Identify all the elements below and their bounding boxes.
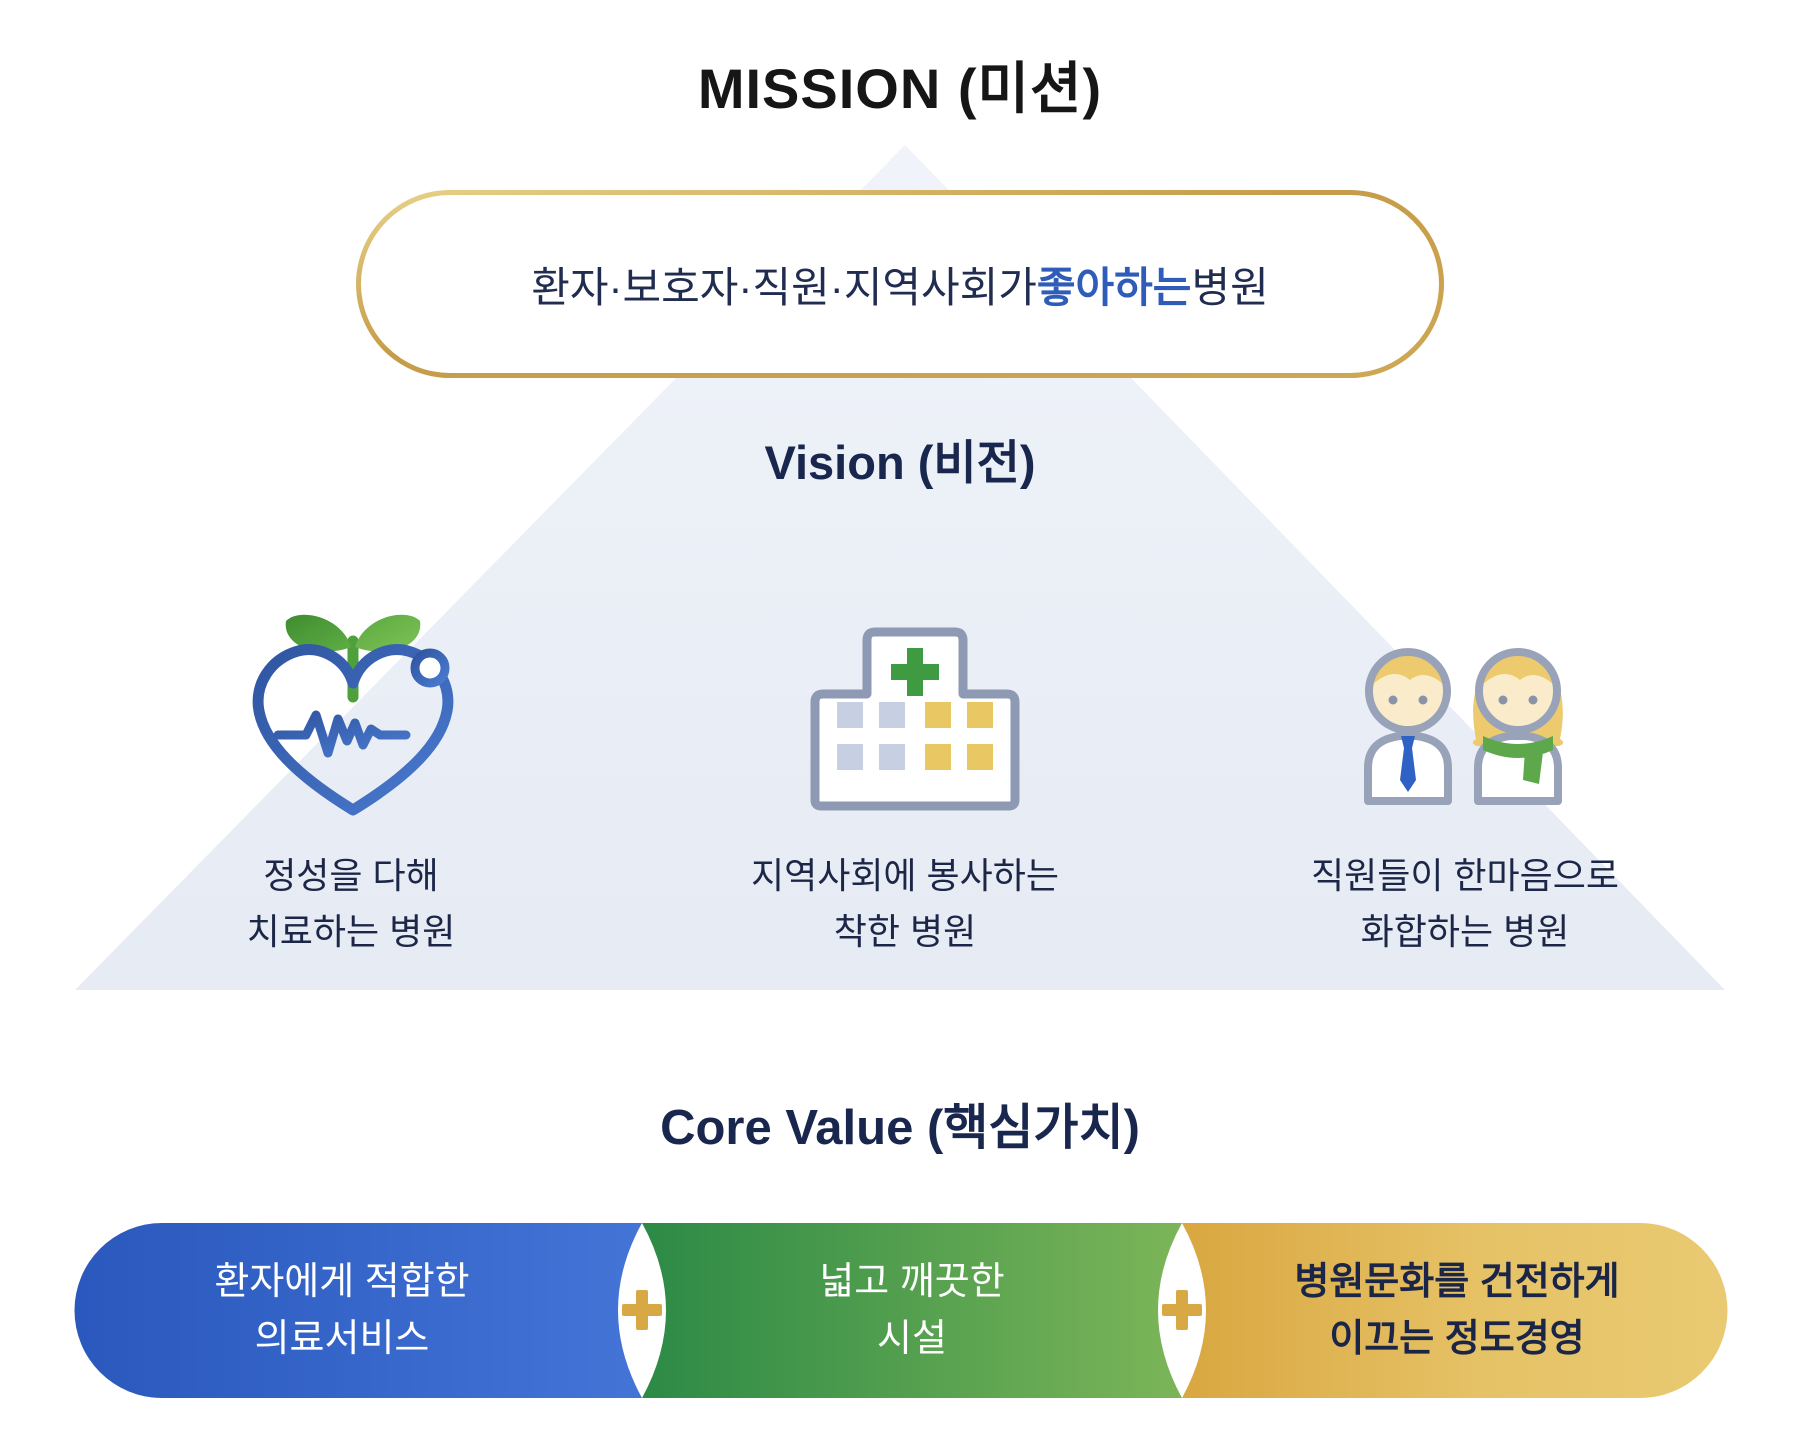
female-figure: [1472, 648, 1564, 805]
pill-green: [642, 1223, 1182, 1398]
male-head-outline: [1365, 648, 1451, 734]
core-value-label-3: 병원문화를 건전하게 이끄는 정도경영: [1294, 1260, 1620, 1360]
mission-statement: 환자·보호자·직원·지역사회가 좋아하는 병원: [361, 195, 1439, 373]
scarf-icon: [1483, 736, 1553, 784]
vision-caption-2: 지역사회에 봉사하는 착한 병원: [750, 855, 1060, 952]
plus-icon-1: [622, 1290, 662, 1330]
staff-people-icon: [1364, 648, 1564, 805]
mission-statement-box: 환자·보호자·직원·지역사회가 좋아하는 병원: [356, 190, 1444, 378]
core-value-pills: [74, 1223, 1728, 1398]
windows-right: [925, 702, 993, 770]
sprout-leaf-right: [355, 614, 421, 652]
tie-icon: [1400, 736, 1416, 792]
windows-left: [837, 702, 905, 770]
female-eye-right: [1528, 695, 1538, 705]
core-value-label-2: 넓고 깨끗한 시설: [819, 1260, 1005, 1360]
female-head-outline: [1475, 648, 1561, 734]
pill-gold: [1182, 1223, 1728, 1398]
heart-ekg-sprout-icon: [252, 614, 454, 816]
plus-icon-2: [1162, 1290, 1202, 1330]
vision-triangle: [75, 145, 1725, 990]
female-eye-left: [1498, 695, 1508, 705]
building-outline: [810, 627, 1020, 811]
mission-statement-prefix: 환자·보호자·직원·지역사회가: [531, 263, 1037, 311]
vision-caption-3: 직원들이 한마음으로 화합하는 병원: [1310, 855, 1620, 952]
heart-outline: [252, 644, 454, 816]
mission-statement-suffix: 병원: [1191, 263, 1269, 311]
sprout-leaf-left: [285, 614, 351, 652]
vision-title: Vision (비전): [764, 436, 1036, 489]
core-value-title: Core Value (핵심가치): [660, 1101, 1140, 1155]
male-eye-left: [1388, 695, 1398, 705]
vision-caption-1: 정성을 다해 치료하는 병원: [246, 855, 456, 952]
stethoscope-circle: [410, 648, 450, 688]
core-value-label-1: 환자에게 적합한 의료서비스: [214, 1260, 470, 1360]
male-eye-right: [1418, 695, 1428, 705]
hospital-building-icon: [810, 627, 1020, 811]
mission-title: MISSION (미션): [697, 57, 1103, 120]
green-cross-icon: [891, 648, 939, 696]
male-figure: [1364, 648, 1452, 805]
ekg-line: [273, 710, 411, 758]
pill-blue: [74, 1223, 642, 1398]
mission-statement-highlight: 좋아하는: [1036, 263, 1192, 311]
